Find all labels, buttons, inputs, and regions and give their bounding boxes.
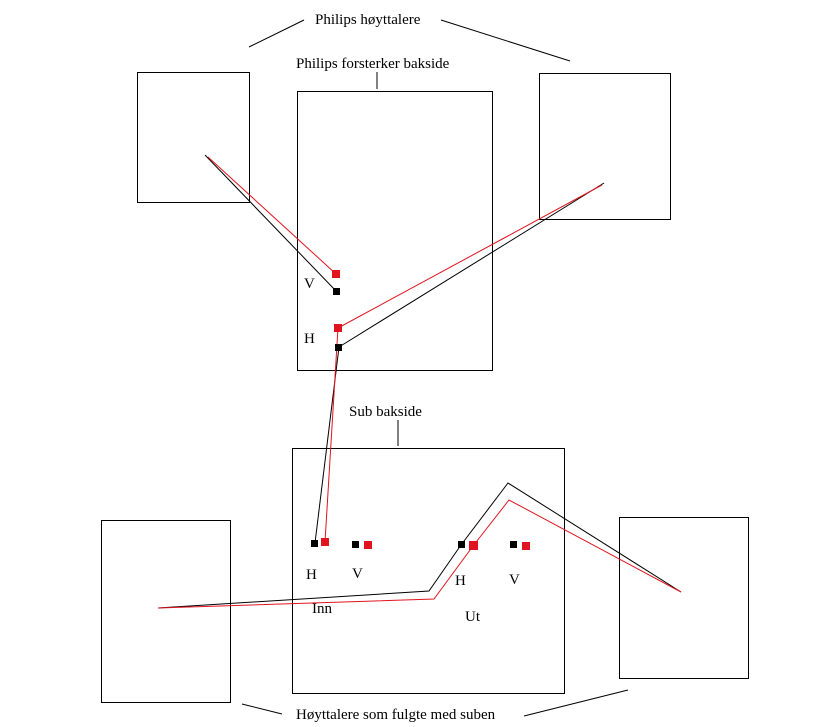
sub-speaker-left	[101, 520, 231, 703]
wire-sub-out-right-positive	[472, 499, 682, 593]
label-sub-in-v: V	[352, 566, 363, 582]
wire-amp-h-positive	[337, 184, 603, 329]
leader-line-speakers-right	[440, 19, 571, 62]
philips-speaker-right	[539, 73, 671, 220]
sub-out-h-positive-terminal	[469, 541, 478, 550]
label-sub-out: Ut	[465, 609, 481, 625]
label-sub-back: Sub bakside	[349, 404, 422, 420]
sub-in-v-positive-terminal	[364, 541, 372, 549]
wire-amp-to-sub-positive	[324, 327, 339, 543]
leader-line-sub-speakers-left	[241, 703, 283, 715]
sub-out-h-negative-terminal	[458, 541, 465, 548]
sub-back-panel	[292, 448, 565, 694]
amp-h-negative-terminal	[335, 344, 342, 351]
philips-speaker-left	[137, 72, 250, 203]
sub-in-h-negative-terminal	[311, 540, 318, 547]
philips-amplifier-back	[297, 91, 493, 371]
wire-amp-v-positive	[207, 156, 337, 275]
amp-v-negative-terminal	[333, 288, 340, 295]
label-sub-out-h: H	[455, 573, 466, 589]
label-sub-speakers: Høyttalere som fulgte med suben	[296, 707, 496, 723]
sub-in-v-negative-terminal	[352, 541, 359, 548]
wire-amp-h-negative	[338, 182, 605, 348]
wire-sub-out-left-positive	[157, 545, 474, 609]
wire-sub-out-right-negative	[460, 482, 682, 593]
label-philips-speakers: Philips høyttalere	[315, 12, 421, 28]
sub-out-v-negative-terminal	[510, 541, 517, 548]
label-sub-out-v: V	[509, 572, 520, 588]
wire-sub-out-left-negative	[157, 544, 462, 609]
sub-out-v-positive-terminal	[522, 542, 530, 550]
label-sub-in-h: H	[306, 567, 317, 583]
label-amp-v: V	[304, 276, 315, 292]
leader-line-sub-speakers-right	[523, 689, 629, 717]
wire-amp-v-negative	[204, 154, 338, 293]
label-philips-amp-back: Philips forsterker bakside	[296, 56, 450, 72]
amp-h-positive-terminal	[334, 324, 342, 332]
label-amp-h: H	[304, 331, 315, 347]
sub-in-h-positive-terminal	[321, 538, 329, 546]
sub-speaker-right	[619, 517, 749, 679]
amp-v-positive-terminal	[332, 270, 340, 278]
leader-line-speakers-left	[248, 19, 305, 48]
label-sub-in: Inn	[312, 601, 332, 617]
